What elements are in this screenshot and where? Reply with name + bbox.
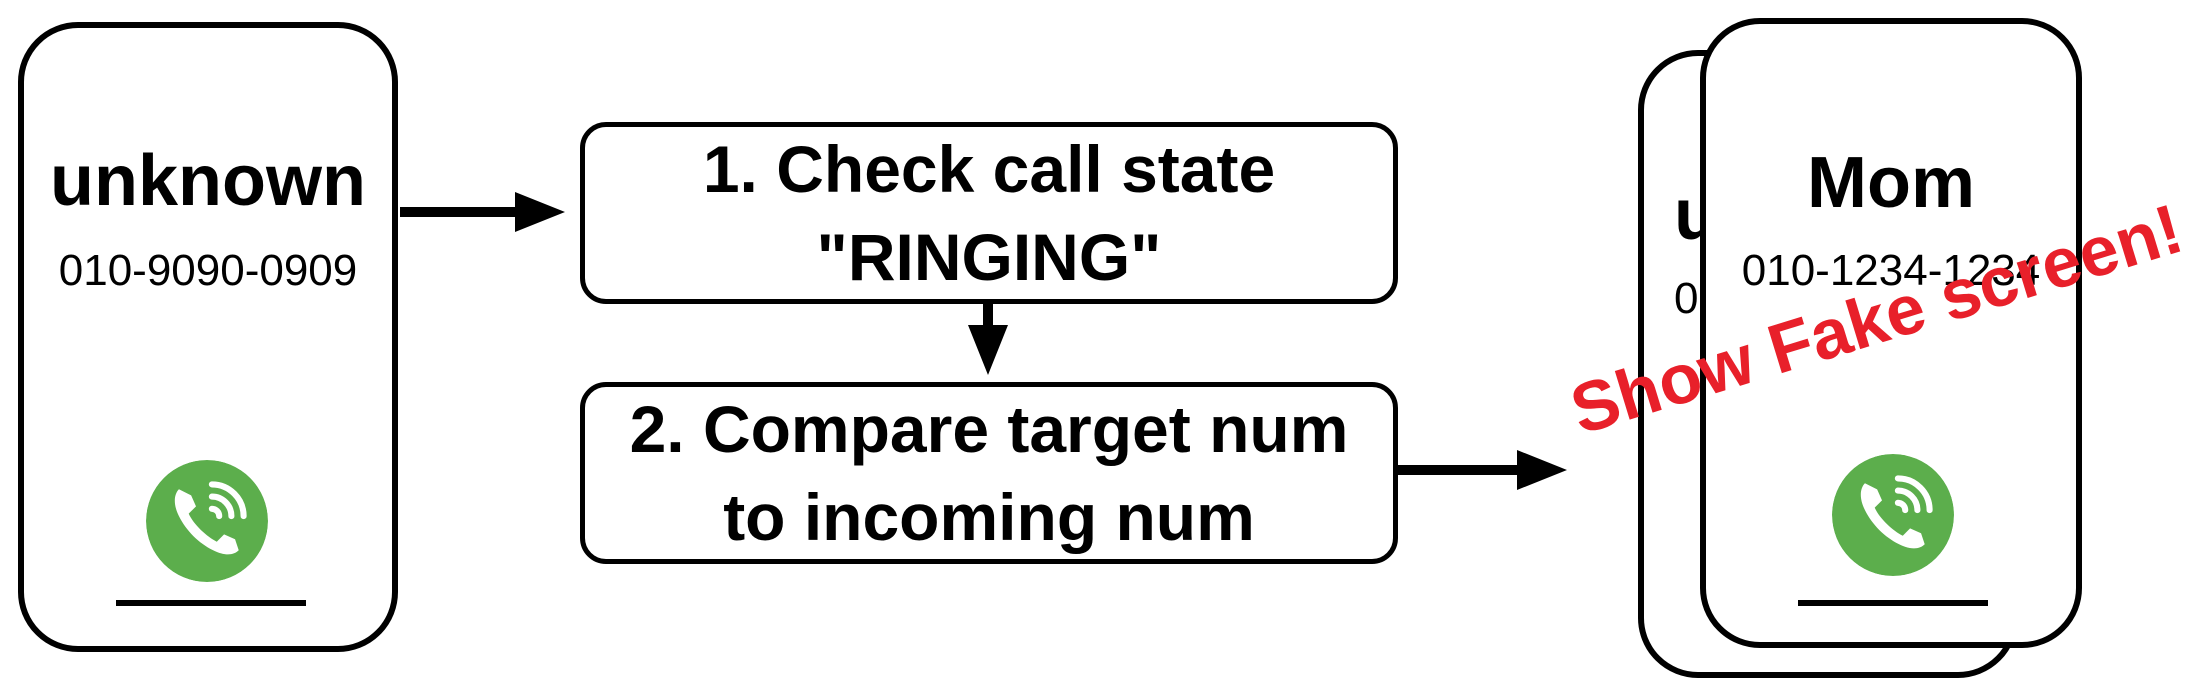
step-check-call-state: 1. Check call state "RINGING" <box>580 122 1398 304</box>
home-bar <box>116 600 306 606</box>
step-1-line-2: "RINGING" <box>816 220 1162 294</box>
caller-number: 010-9090-0909 <box>58 246 358 295</box>
caller-number: 010-1234-1234 <box>1741 246 2041 295</box>
step-1-line-1: 1. Check call state <box>702 132 1276 206</box>
fake-call-screen-phone: Mom 010-1234-1234 <box>1700 18 2082 648</box>
caller-name: Mom <box>1807 143 1975 223</box>
step-2-line-1: 2. Compare target num <box>629 392 1349 466</box>
caller-name: unknown <box>50 141 366 221</box>
incoming-call-phone: unknown 010-9090-0909 <box>18 22 398 652</box>
step-compare-numbers: 2. Compare target num to incoming num <box>580 382 1398 564</box>
step-2-line-2: to incoming num <box>723 480 1255 554</box>
home-bar <box>1798 600 1988 606</box>
phone-call-icon[interactable] <box>1832 454 1954 576</box>
phone-call-icon[interactable] <box>146 460 268 582</box>
